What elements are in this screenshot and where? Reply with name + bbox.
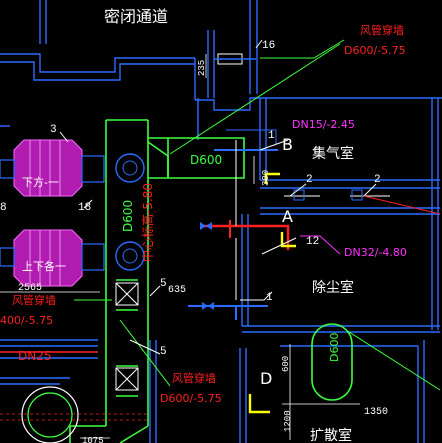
equipment-lower-label: 上下各一 (22, 259, 66, 273)
duct-note-bottom-size: D600/-5.75 (160, 392, 222, 405)
vertical-duct-right-label: D600 (328, 333, 341, 362)
fan-symbols (21, 153, 145, 443)
callout-5-bottom: 5 (160, 346, 167, 358)
duct-note-top-right-size: D600/-5.75 (344, 44, 406, 57)
dim-635: 635 (168, 285, 186, 296)
duct-note-bottom-label: 风管穿墙 (172, 371, 216, 385)
damper-valves (115, 282, 139, 391)
equipment-upper-label: 下方-一 (22, 175, 59, 189)
pipe-dn32-label: DN32/-4.80 (344, 246, 407, 259)
room-label-gas-collection: 集气室 (312, 145, 354, 162)
main-duct-label: D600 (190, 153, 222, 167)
callout-2-left: 2 (306, 174, 313, 186)
dim-1350: 1350 (364, 407, 388, 418)
duct-note-left-size: 400/-5.75 (0, 314, 53, 327)
branch-duct-label: D600 (121, 200, 135, 232)
callout-18: 18 (78, 202, 91, 214)
dim-1200: 1200 (283, 410, 293, 432)
leader-lines (59, 39, 441, 391)
filter-unit-upper (0, 139, 105, 197)
section-markers (248, 172, 296, 414)
callout-1-top: 1 (268, 130, 275, 142)
dim-2565: 2565 (18, 283, 42, 294)
callout-12: 12 (306, 236, 319, 248)
dimension-lines (0, 54, 360, 440)
dim-300: 300 (261, 170, 271, 186)
pipe-dn25-label: DN25 (18, 349, 52, 363)
duct-note-left-label: 风管穿墙 (12, 293, 56, 307)
callout-3: 3 (50, 124, 57, 136)
duct-network (69, 119, 353, 443)
dim-235: 235 (197, 60, 207, 76)
point-label-a: A (282, 207, 293, 226)
dim-600: 600 (281, 356, 291, 372)
center-elevation-label: 中心标高-5.80 (140, 183, 155, 262)
callout-1-bottom: 1 (266, 292, 273, 304)
callout-8-left: 8 (0, 202, 7, 214)
room-label-diffusion: 扩散室 (310, 427, 352, 443)
point-label-d: D (260, 369, 272, 388)
filter-unit-lower (0, 229, 105, 287)
callout-5-top: 5 (160, 278, 167, 290)
dim-1075: 1075 (82, 436, 104, 443)
pipe-dn15-label: DN15/-2.45 (292, 118, 355, 131)
text-layer: 密闭通道 集气室 除尘室 扩散室 风管穿墙 D600/-5.75 风管穿墙 40… (0, 7, 407, 443)
room-label-airtight-corridor: 密闭通道 (104, 7, 168, 26)
callout-2-right: 2 (374, 174, 381, 186)
point-label-b: B (282, 135, 293, 154)
duct-note-top-right-label: 风管穿墙 (360, 23, 404, 37)
room-label-dust-removal: 除尘室 (312, 279, 354, 296)
wall-hatch-lines (0, 413, 150, 421)
callout-16: 16 (262, 40, 275, 52)
